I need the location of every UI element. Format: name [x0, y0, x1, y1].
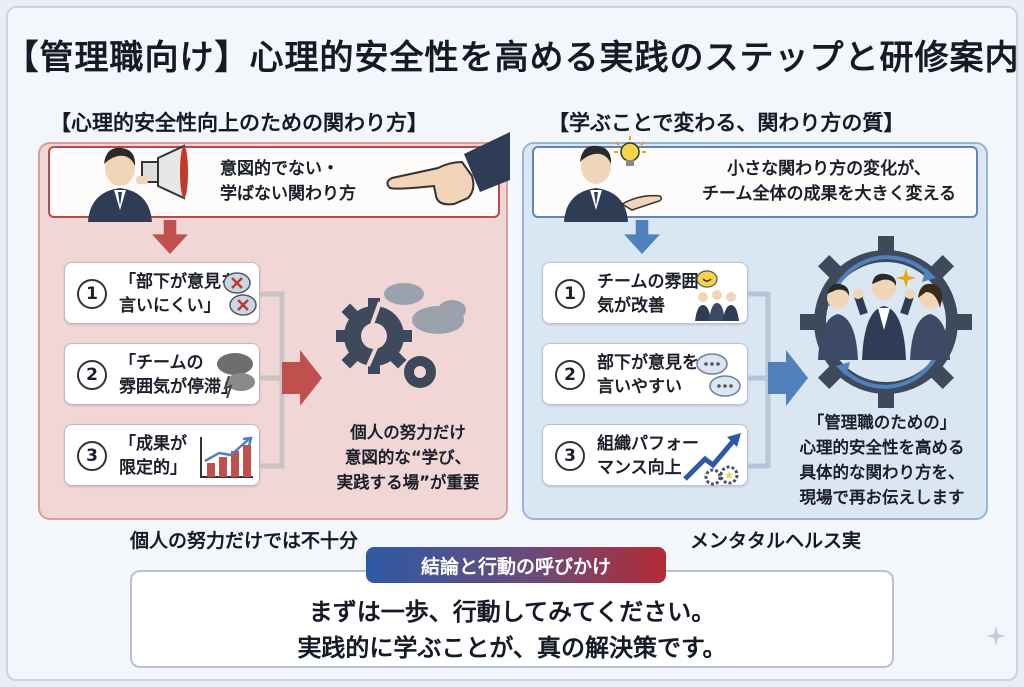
- speech-bubble-icon: [696, 353, 741, 397]
- step-number: 1: [77, 279, 107, 309]
- step-text: 「チームの 雰囲気が停滞」: [119, 353, 238, 397]
- step-number: 2: [77, 360, 107, 390]
- right-banner: 小さな関わり方の変化が、 チーム全体の成果を大きく変える: [532, 146, 978, 218]
- corner-sparkle-icon: [986, 626, 1006, 646]
- storm-cloud-icon: [217, 353, 255, 399]
- right-result-text: 「管理職のための」 心理的安全性を高める 具体的な関わり方を、 現場で再お伝えし…: [799, 413, 965, 507]
- conclusion-box: [130, 570, 894, 668]
- right-step-2: 2 部下が意見を 言いやすい: [542, 343, 748, 405]
- left-caption: 個人の努力だけでは不十分: [130, 530, 359, 552]
- right-caption: メンタタルヘルス実: [690, 530, 862, 552]
- broken-gear-icon: [336, 298, 436, 388]
- team-celebrate-icon: [818, 273, 950, 360]
- conclusion-line-1: まずは一歩、行動してみてください。: [308, 598, 716, 626]
- right-heading: 【学ぶことで変わる、関わり方の質】: [548, 111, 905, 135]
- cross-bubble-icon: [223, 272, 257, 316]
- left-banner-text: 意図的でない・ 学ばない関わり方: [220, 159, 356, 204]
- right-down-arrow: [624, 220, 660, 254]
- conclusion-label: 結論と行動の呼びかけ: [366, 547, 666, 583]
- right-step-1: 1 チームの雰囲 気が改善: [542, 262, 748, 324]
- step-number: 3: [555, 441, 585, 471]
- step-number: 2: [555, 360, 585, 390]
- businessman-idea-icon: [564, 136, 663, 222]
- step-number: 3: [77, 441, 107, 471]
- left-step-3: 3 「成果が 限定的」: [64, 424, 260, 486]
- right-banner-text: 小さな関わり方の変化が、 チーム全体の成果を大きく変える: [702, 159, 956, 204]
- left-middle-text: 個人の努力だけ 意図的な“学び、 実践する場”が重要: [336, 423, 480, 492]
- step-text: 「成果が 限定的」: [119, 434, 187, 478]
- sparkle-icon: [896, 268, 916, 288]
- left-connector-arrow: [260, 291, 322, 469]
- businessman-megaphone-icon: [88, 144, 188, 222]
- page-title: 【管理職向け】心理的安全性を高める実践のステップと研修案内: [4, 38, 1020, 78]
- step-text: 部下が意見を 言いやすい: [597, 353, 699, 397]
- step-text: 組織パフォー マンス向上: [597, 434, 699, 478]
- step-text: チームの雰囲 気が改善: [597, 272, 699, 316]
- rising-bar-chart-icon: [200, 436, 253, 478]
- pointing-hand-icon: [386, 132, 510, 206]
- left-step-2: 2 「チームの 雰囲気が停滞」: [64, 343, 260, 405]
- right-connector-arrow: [748, 291, 808, 469]
- conclusion-line-2: 実践的に学ぶことが、真の解決策です。: [297, 634, 727, 662]
- step-text: 「部下が意見を 言いにくい」: [119, 272, 238, 316]
- team-icon: [695, 270, 739, 321]
- cloud-icon: [384, 283, 466, 334]
- left-heading: 【心理的安全性向上のための関わり方】: [50, 111, 428, 135]
- left-down-arrow: [152, 220, 188, 254]
- right-step-3: 3 組織パフォー マンス向上: [542, 424, 748, 486]
- trend-arrow-icon: [683, 433, 741, 486]
- left-step-1: 1 「部下が意見を 言いにくい」: [64, 262, 260, 324]
- step-number: 1: [555, 279, 585, 309]
